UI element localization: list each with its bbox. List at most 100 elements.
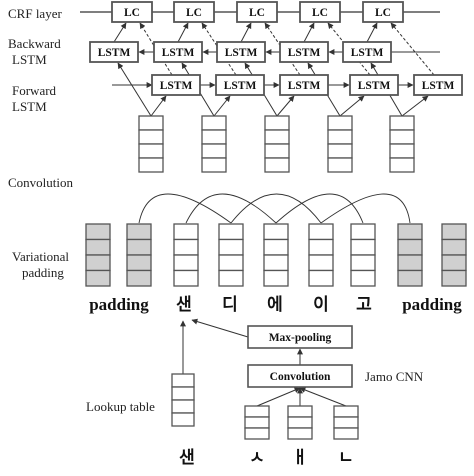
backward-lstm-unit-5-box [342, 41, 392, 63]
token-4: 에 [267, 295, 283, 315]
vector-cell [126, 223, 152, 241]
lc-unit-3-box [236, 1, 278, 23]
backward-lstm-unit-4-label: LSTM [288, 47, 321, 59]
conv-to-backward [117, 62, 152, 117]
vector-cell [264, 157, 290, 173]
padding-vector-2 [126, 223, 152, 287]
vector-cell [244, 427, 270, 440]
convolution-arc [275, 193, 364, 224]
vector-cell [138, 143, 164, 159]
forward-lstm-unit-1-box [151, 74, 201, 96]
padding-vector-1 [85, 223, 111, 287]
backward-lstm-unit-4: LSTM [279, 41, 329, 63]
vector-cell [397, 238, 423, 256]
backward-lstm-unit-4-box [279, 41, 329, 63]
jamo-cnn-label: Jamo CNN [365, 369, 424, 384]
lookup-table-vector [171, 373, 195, 427]
vector-cell [287, 416, 313, 429]
vector-cell [201, 115, 227, 131]
vector-cell [441, 269, 467, 287]
vector-cell [85, 269, 111, 287]
forward-lstm-unit-2: LSTM [215, 74, 265, 96]
crf-layer-label: CRF layer [8, 6, 62, 21]
lc-unit-4-label: LC [312, 7, 328, 19]
vector-cell [244, 416, 270, 429]
backward-lstm-unit-1: LSTM [89, 41, 139, 63]
vector-cell [441, 254, 467, 272]
vector-cell [264, 129, 290, 145]
conv-to-forward [276, 95, 295, 117]
vector-cell [263, 238, 289, 256]
vector-cell [201, 157, 227, 173]
jamo-vectors: ㅅㅐㄴ [244, 405, 359, 468]
vector-cell [308, 254, 334, 272]
vector-cell [171, 386, 195, 401]
forward-lstm-unit-4-label: LSTM [358, 80, 391, 92]
vector-cell [397, 223, 423, 241]
conv-to-forward [150, 95, 167, 117]
conv-vector-5 [389, 115, 415, 173]
max-pooling-box [247, 325, 353, 349]
token-1: padding [89, 295, 149, 314]
lookup-vector [171, 373, 195, 427]
vector-cell [138, 157, 164, 173]
forward-lstm-unit-3-box [279, 74, 329, 96]
vector-cell [327, 129, 353, 145]
vector-cell [333, 427, 359, 440]
char-vector-3 [173, 223, 199, 287]
vector-cell [397, 254, 423, 272]
vector-cell [264, 143, 290, 159]
forward-to-lc [390, 22, 435, 76]
backward-lstm-unit-2-label: LSTM [162, 47, 195, 59]
jamo-to-conv [256, 387, 301, 407]
convolution-arc [320, 193, 411, 224]
backward-lstm-unit-3-box [216, 41, 266, 63]
variational-padding-label-line2: padding [22, 265, 64, 280]
vector-cell [287, 405, 313, 418]
conv-to-forward [339, 95, 365, 117]
vector-cell [173, 269, 199, 287]
forward-lstm-unit-5-label: LSTM [422, 80, 455, 92]
convolution-arc [185, 193, 277, 224]
backward-to-lc [303, 22, 315, 43]
backward-lstm-unit-5: LSTM [342, 41, 392, 63]
lc-unit-3: LC [236, 1, 278, 23]
padded-input-vectors [85, 223, 467, 287]
vector-cell [333, 405, 359, 418]
jamo-char-2: ㅐ [292, 448, 308, 468]
max-pooling-label: Max-pooling [269, 332, 332, 344]
convolution-arc [138, 193, 232, 224]
vector-cell [173, 238, 199, 256]
forward-to-lc [327, 22, 371, 76]
vector-cell [126, 238, 152, 256]
char-vector-6 [308, 223, 334, 287]
lookup-character: 샌 [179, 448, 195, 468]
forward-lstm-unit-5-box [413, 74, 463, 96]
vector-cell [350, 254, 376, 272]
vector-cell [308, 238, 334, 256]
vector-cell [350, 223, 376, 241]
vector-cell [85, 223, 111, 241]
lc-unit-4: LC [299, 1, 341, 23]
conv-vector-1 [138, 115, 164, 173]
vector-cell [126, 269, 152, 287]
vector-cell [201, 129, 227, 145]
backward-lstm-unit-1-box [89, 41, 139, 63]
conv-vector-4 [327, 115, 353, 173]
vector-cell [173, 254, 199, 272]
vector-cell [171, 373, 195, 388]
vector-cell [171, 399, 195, 414]
vector-cell [389, 115, 415, 131]
vector-cell [85, 238, 111, 256]
conv-vector-2 [201, 115, 227, 173]
vector-cell [85, 254, 111, 272]
forward-lstm-label-line1: Forward [12, 83, 57, 98]
vector-cell [389, 157, 415, 173]
vector-cell [308, 223, 334, 241]
vector-cell [218, 223, 244, 241]
vector-cell [263, 254, 289, 272]
vector-cell [263, 269, 289, 287]
